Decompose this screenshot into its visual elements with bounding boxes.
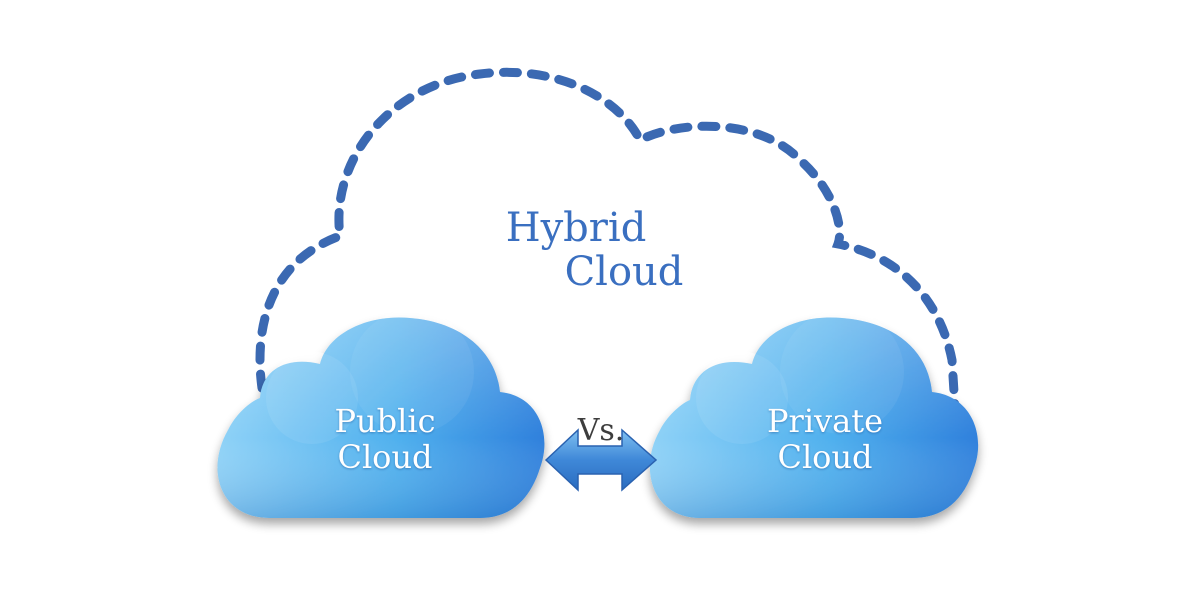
- public-cloud-label-line2: Cloud: [337, 438, 433, 476]
- hybrid-cloud-label-line2: Cloud: [564, 249, 684, 295]
- private-cloud-shape: [649, 310, 979, 518]
- hybrid-cloud-dashed-outline: [255, 67, 960, 413]
- private-cloud-label: Private Cloud: [725, 405, 925, 477]
- vs-label: Vs.: [577, 413, 625, 448]
- double-arrow-icon: [544, 428, 658, 492]
- hybrid-cloud-label: Hybrid Cloud: [470, 208, 730, 292]
- public-cloud-label-line1: Public: [334, 402, 436, 440]
- private-cloud-label-line2: Cloud: [777, 438, 873, 476]
- public-cloud-shape: [217, 310, 545, 518]
- hybrid-cloud-label-line1: Hybrid: [505, 205, 647, 251]
- private-cloud-label-line1: Private: [766, 402, 883, 440]
- public-cloud-label: Public Cloud: [290, 405, 480, 477]
